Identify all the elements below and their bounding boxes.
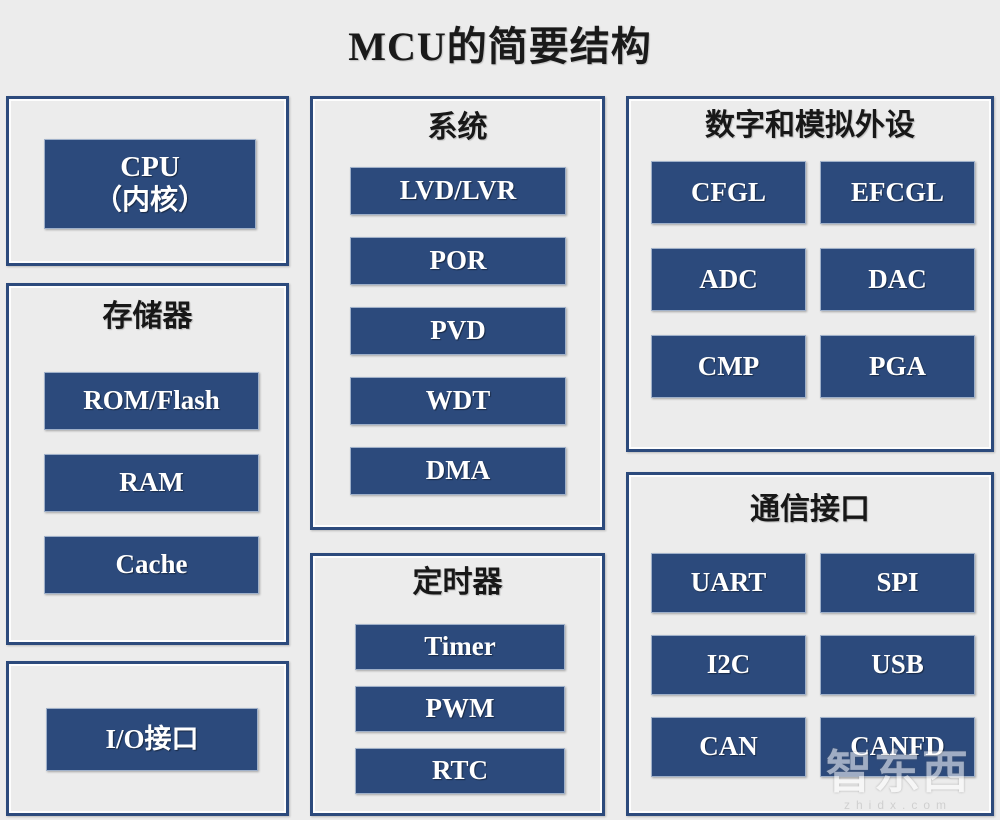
panel-memory: 存储器 ROM/Flash RAM Cache: [6, 283, 289, 645]
block-pga[interactable]: PGA: [820, 335, 975, 398]
page-title: MCU的简要结构: [348, 24, 652, 69]
panel-timer-title: 定时器: [412, 566, 503, 599]
panel-system: 系统 LVD/LVR POR PVD WDT DMA: [310, 96, 605, 530]
panel-memory-title: 存储器: [102, 300, 193, 333]
panel-system-title: 系统: [427, 111, 488, 144]
block-i2c[interactable]: I2C: [651, 635, 806, 695]
system-block-list: LVD/LVR POR PVD WDT DMA: [350, 167, 566, 517]
panel-cpu: CPU （内核）: [6, 96, 289, 266]
panel-communication-title: 通信接口: [750, 493, 870, 526]
timer-block-list: Timer PWM RTC: [355, 624, 565, 810]
block-timer[interactable]: Timer: [355, 624, 565, 670]
block-cfgl[interactable]: CFGL: [651, 161, 806, 224]
block-wdt[interactable]: WDT: [350, 377, 566, 425]
communication-block-grid: UART SPI I2C USB CAN CANFD: [651, 553, 975, 777]
block-rtc[interactable]: RTC: [355, 748, 565, 794]
memory-block-list: ROM/Flash RAM Cache: [44, 372, 259, 618]
block-por[interactable]: POR: [350, 237, 566, 285]
panel-timer: 定时器 Timer PWM RTC: [310, 553, 605, 816]
panel-io: I/O接口: [6, 661, 289, 816]
block-rom-flash[interactable]: ROM/Flash: [44, 372, 259, 430]
block-io-interface[interactable]: I/O接口: [46, 708, 258, 771]
block-cache[interactable]: Cache: [44, 536, 259, 594]
block-cpu-line2: （内核）: [93, 184, 206, 216]
block-dma[interactable]: DMA: [350, 447, 566, 495]
block-pvd[interactable]: PVD: [350, 307, 566, 355]
block-canfd[interactable]: CANFD: [820, 717, 975, 777]
block-uart[interactable]: UART: [651, 553, 806, 613]
block-usb[interactable]: USB: [820, 635, 975, 695]
block-can[interactable]: CAN: [651, 717, 806, 777]
block-efcgl[interactable]: EFCGL: [820, 161, 975, 224]
block-cpu-line1: CPU: [120, 151, 180, 184]
peripherals-block-grid: CFGL EFCGL ADC DAC CMP PGA: [651, 161, 975, 398]
block-pwm[interactable]: PWM: [355, 686, 565, 732]
block-spi[interactable]: SPI: [820, 553, 975, 613]
block-adc[interactable]: ADC: [651, 248, 806, 311]
block-ram[interactable]: RAM: [44, 454, 259, 512]
panel-communication: 通信接口 UART SPI I2C USB CAN CANFD: [626, 472, 994, 816]
block-dac[interactable]: DAC: [820, 248, 975, 311]
panel-peripherals-title: 数字和模拟外设: [705, 109, 915, 142]
block-lvd-lvr[interactable]: LVD/LVR: [350, 167, 566, 215]
panel-peripherals: 数字和模拟外设 CFGL EFCGL ADC DAC CMP PGA: [626, 96, 994, 452]
block-cpu[interactable]: CPU （内核）: [44, 139, 256, 229]
block-cmp[interactable]: CMP: [651, 335, 806, 398]
